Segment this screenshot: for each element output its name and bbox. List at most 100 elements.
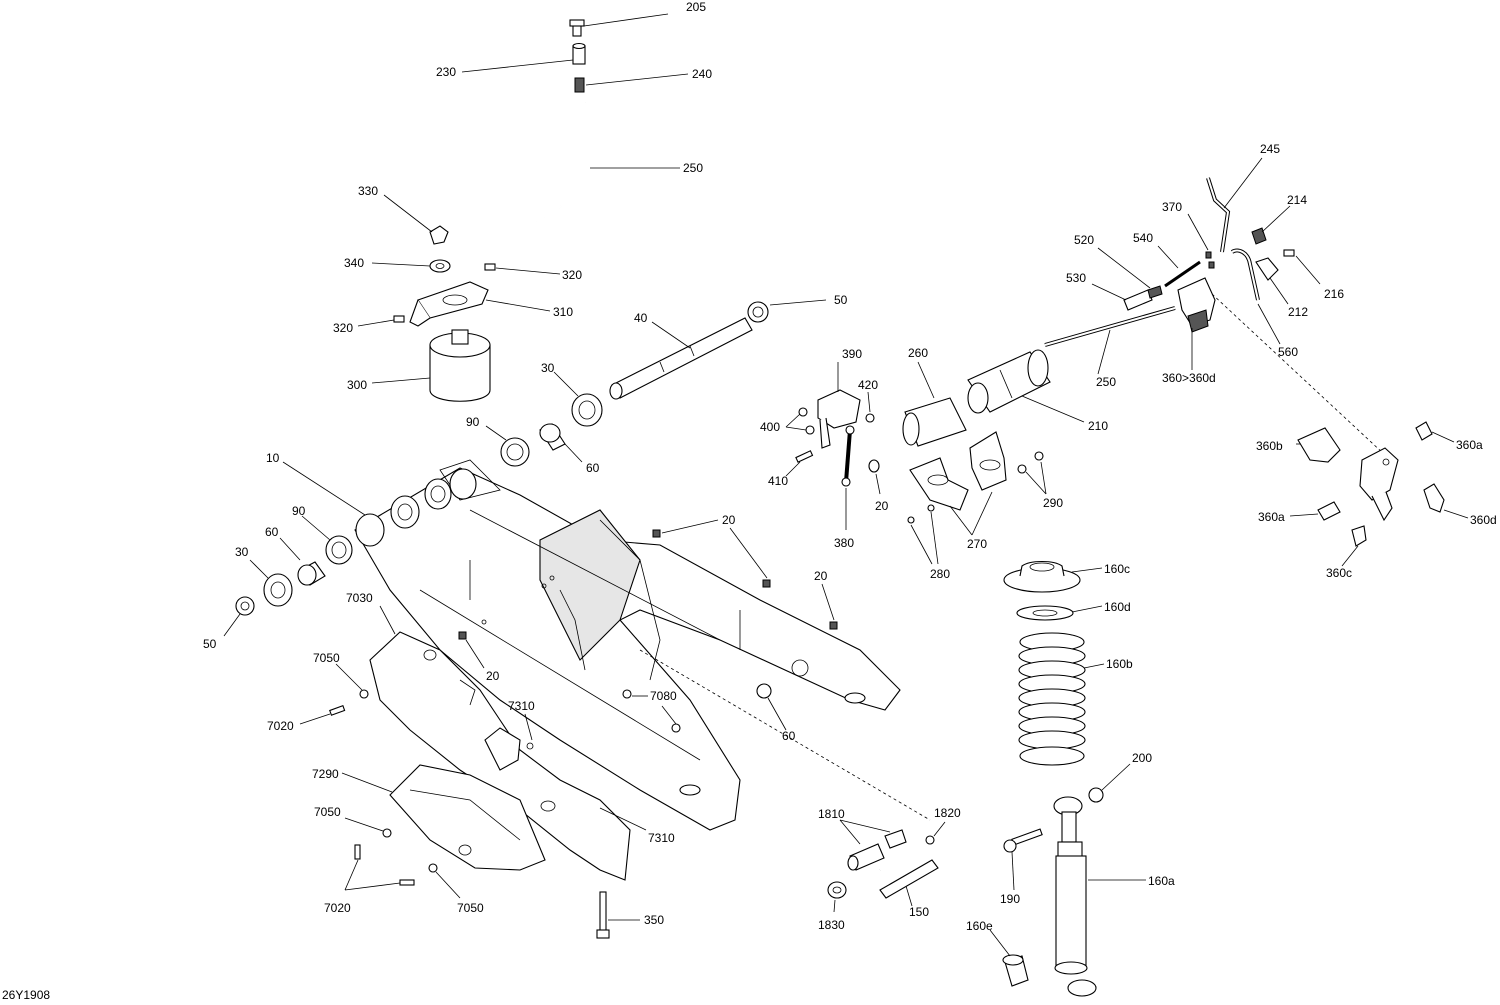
- valve-body-360: [1359, 447, 1399, 522]
- grease-fitting-205: [569, 13, 669, 37]
- callout-7050-a: 7050: [313, 651, 340, 665]
- fitting-230: [461, 42, 586, 73]
- sleeve-260: [902, 361, 967, 447]
- callout-7080: 7080: [650, 689, 677, 703]
- callout-560: 560: [1278, 345, 1298, 359]
- callout-1830: 1830: [818, 918, 845, 932]
- callout-7030: 7030: [346, 591, 373, 605]
- shock-absorber-160a: [1053, 796, 1146, 997]
- callout-60-arm: 60: [782, 729, 796, 743]
- grease-fitting-20-d: [458, 631, 485, 669]
- hose-560: [1230, 248, 1281, 345]
- bearing-stack-left: [355, 468, 477, 547]
- bolt-190: [1003, 828, 1043, 891]
- hose-540: [1157, 245, 1201, 288]
- callout-10: 10: [266, 451, 280, 465]
- nut-340: [371, 259, 451, 273]
- ring-90-left: [301, 515, 353, 565]
- bolt-350: [596, 891, 640, 939]
- fastener-7080: [622, 689, 681, 733]
- screw-320-bottom: [357, 315, 405, 327]
- link-rod-380: [841, 425, 855, 530]
- clamp-270-right: [949, 431, 1007, 536]
- callout-360c: 360c: [1326, 566, 1352, 580]
- callout-205: 205: [686, 0, 706, 14]
- callout-530: 530: [1066, 271, 1086, 285]
- actuator-210: [967, 349, 1085, 423]
- callout-410: 410: [768, 474, 788, 488]
- callout-20-a: 20: [722, 513, 736, 527]
- callout-370: 370: [1162, 200, 1182, 214]
- callout-7050-c: 7050: [457, 901, 484, 915]
- fitting-360c: [1341, 525, 1367, 567]
- bushing-1810: [839, 819, 907, 871]
- callout-50-left: 50: [203, 637, 217, 651]
- callout-30-top: 30: [541, 361, 555, 375]
- swing-arm-10: [282, 459, 901, 831]
- callout-300: 300: [347, 378, 367, 392]
- callout-90-top: 90: [466, 415, 480, 429]
- callout-160a: 160a: [1148, 874, 1175, 888]
- valve-360: [1177, 277, 1216, 370]
- callout-40: 40: [634, 311, 648, 325]
- clip-214: [1251, 205, 1291, 245]
- fitting-360a-left: [1289, 501, 1341, 521]
- callout-7020-a: 7020: [267, 719, 294, 733]
- protector-7290: [341, 764, 546, 871]
- callout-340: 340: [344, 256, 364, 270]
- rivet-7050-c: [428, 863, 461, 899]
- callout-60-left: 60: [265, 525, 279, 539]
- callout-160e: 160e: [966, 919, 993, 933]
- screw-400: [785, 407, 815, 435]
- callout-20-b: 20: [814, 569, 828, 583]
- pin-1820: [879, 821, 946, 872]
- elbow-330: [383, 194, 449, 245]
- callout-1810: 1810: [818, 807, 845, 821]
- bolt-50-top: [747, 299, 827, 323]
- tube-150: [879, 859, 939, 907]
- screw-290: [1017, 451, 1047, 495]
- fitting-530: [1091, 283, 1153, 311]
- callout-7290: 7290: [312, 767, 339, 781]
- diagram-id: 26Y1908: [2, 988, 50, 1002]
- callout-1820: 1820: [934, 806, 961, 820]
- fitting-240: [574, 73, 689, 93]
- callout-360d: 360d: [1470, 513, 1497, 527]
- nut-280: [907, 504, 939, 565]
- callout-400: 400: [760, 420, 780, 434]
- callout-380: 380: [834, 536, 854, 550]
- grease-fitting-20-b: [762, 579, 771, 588]
- callout-260: 260: [908, 346, 928, 360]
- callout-320-top: 320: [562, 268, 582, 282]
- bracket-310: [409, 281, 551, 327]
- callout-420: 420: [858, 378, 878, 392]
- callout-30-left: 30: [235, 545, 249, 559]
- grease-line-250: [454, 101, 680, 233]
- hose-245: [1206, 157, 1263, 253]
- pivot-shaft-40: [609, 317, 753, 400]
- nut-420: [865, 391, 875, 423]
- reference-line-arm: [639, 649, 931, 821]
- callout-280: 280: [930, 567, 950, 581]
- nut-60-arm: [756, 683, 787, 731]
- callout-360a-right: 360a: [1456, 438, 1483, 452]
- bolt-50-left: [223, 596, 255, 637]
- spring-160b: [1018, 632, 1105, 766]
- callout-160d: 160d: [1104, 600, 1131, 614]
- callout-190: 190: [1000, 892, 1020, 906]
- nut-200: [1088, 763, 1131, 803]
- bracket-7310-b: [599, 807, 647, 831]
- callout-20-d: 20: [875, 499, 889, 513]
- callout-90-left: 90: [292, 504, 306, 518]
- callout-250-right: 250: [1096, 375, 1116, 389]
- callout-360-360d: 360>360d: [1162, 371, 1216, 385]
- fitting-360a-top: [1415, 421, 1455, 443]
- callout-50-top: 50: [834, 293, 848, 307]
- callout-350: 350: [644, 913, 664, 927]
- callout-240: 240: [692, 67, 712, 81]
- callout-150: 150: [909, 905, 929, 919]
- rivet-7020-a: [299, 705, 346, 725]
- fitting-360d: [1423, 483, 1469, 519]
